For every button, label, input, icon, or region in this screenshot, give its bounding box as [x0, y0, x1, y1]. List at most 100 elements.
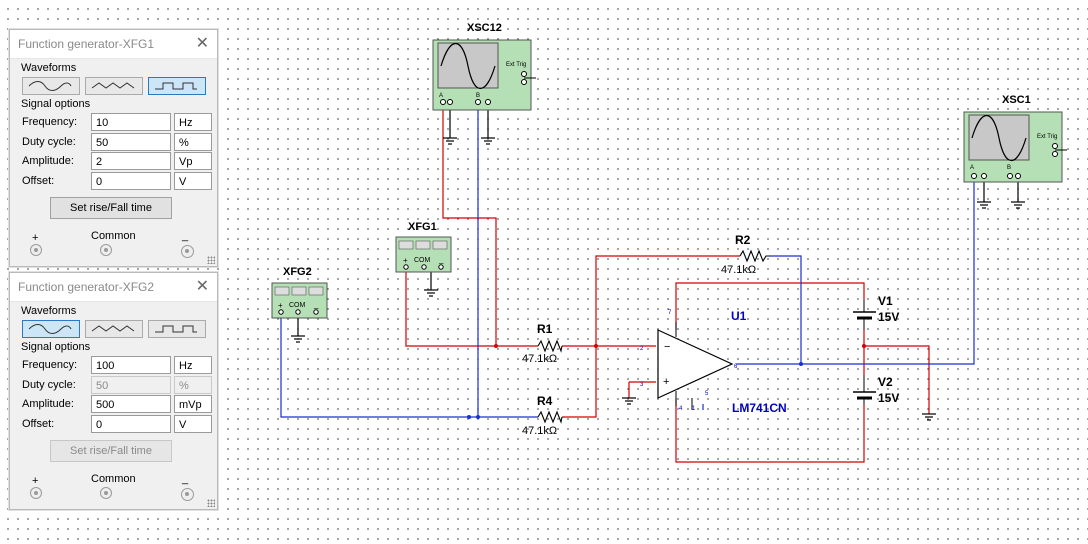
r2-label: R2 [735, 233, 751, 247]
offset-unit-select[interactable]: V [174, 415, 212, 433]
amplitude-unit-select[interactable]: mVp [174, 395, 212, 413]
xfg2-com-terminal: COM [289, 302, 306, 309]
window-titlebar[interactable]: Function generator-XFG2 ✕ [10, 273, 217, 302]
ground-symbols [291, 108, 1025, 421]
amplitude-input[interactable]: 2 [91, 152, 171, 170]
xfg2-plus-terminal: + [278, 301, 283, 310]
amplitude-input[interactable]: 500 [91, 395, 171, 413]
common-terminal-radio[interactable] [100, 244, 112, 256]
xsc1-ext-trig: Ext Trig [1037, 134, 1057, 140]
offset-unit-select[interactable]: V [174, 172, 212, 190]
resistor-r2[interactable]: R2 47.1kΩ [721, 233, 770, 276]
frequency-label: Frequency: [22, 359, 78, 371]
waveforms-label: Waveforms [21, 305, 77, 317]
close-icon[interactable]: ✕ [195, 35, 209, 52]
xsc1-channel-a: A [970, 165, 974, 171]
triangle-wave-button[interactable] [85, 320, 143, 338]
square-wave-button[interactable] [148, 77, 206, 95]
offset-input[interactable]: 0 [91, 415, 171, 433]
window-title: Function generator-XFG2 [18, 280, 155, 294]
waveforms-label: Waveforms [21, 62, 77, 74]
duty-cycle-unit[interactable]: % [174, 133, 212, 151]
function-generator-xfg2[interactable]: XFG2 + COM _ [271, 266, 328, 319]
xfg2-label: XFG2 [283, 266, 312, 278]
function-generator-xfg1[interactable]: XFG1 + COM _ [395, 221, 452, 273]
triangle-wave-icon [91, 82, 135, 89]
common-terminal-radio[interactable] [100, 487, 112, 499]
function-generator-window-xfg2[interactable]: Function generator-XFG2 ✕ Waveforms Sign… [9, 272, 218, 510]
plus-terminal-radio[interactable] [30, 487, 42, 499]
r4-value: 47.1kΩ [522, 425, 557, 437]
set-rise-fall-time-button: Set rise/Fall time [50, 440, 172, 462]
amplitude-unit-select[interactable]: Vp [174, 152, 212, 170]
xsc12-channel-b: B [476, 93, 480, 99]
plus-terminal-label: + [32, 475, 39, 487]
xfg1-label: XFG1 [408, 221, 437, 233]
red-wires [405, 108, 930, 463]
signal-options-label: Signal options [21, 341, 91, 353]
frequency-input[interactable]: 10 [91, 113, 171, 131]
xsc12-channel-a: A [439, 93, 443, 99]
set-rise-fall-time-button[interactable]: Set rise/Fall time [50, 197, 172, 219]
v2-label: V2 [878, 375, 893, 389]
xfg1-minus-terminal: _ [438, 255, 444, 264]
sine-wave-button[interactable] [22, 320, 80, 338]
v1-value: 15V [878, 310, 899, 324]
plus-terminal-radio[interactable] [30, 244, 42, 256]
triangle-wave-button[interactable] [85, 77, 143, 95]
minus-terminal-label: _ [182, 230, 189, 242]
xsc12-label: XSC12 [467, 22, 502, 34]
xfg1-plus-terminal: + [403, 256, 408, 265]
minus-terminal-radio[interactable] [181, 488, 194, 501]
u1-pin-2: 2 [640, 346, 644, 352]
offset-label: Offset: [22, 418, 55, 430]
offset-input[interactable]: 0 [91, 172, 171, 190]
oscilloscope-xsc12[interactable]: XSC12 Ext Trig A B [432, 22, 536, 111]
r1-label: R1 [537, 322, 553, 336]
function-generator-window-xfg1[interactable]: Function generator-XFG1 ✕ Waveforms Sign… [9, 29, 218, 267]
u1-pin-7: 7 [668, 310, 672, 316]
common-terminal-label: Common [91, 230, 136, 242]
frequency-unit-select[interactable]: Hz [174, 113, 212, 131]
sine-wave-icon [28, 324, 72, 334]
sine-wave-button[interactable] [22, 77, 80, 95]
resistor-r4[interactable]: R4 47.1kΩ [522, 394, 563, 437]
battery-v1[interactable]: V1 15V [853, 294, 899, 330]
xsc1-channel-b: B [1007, 165, 1011, 171]
frequency-input[interactable]: 100 [91, 356, 171, 374]
resistor-r1[interactable]: R1 47.1kΩ [522, 322, 563, 365]
u1-pin-1: 1 [692, 406, 696, 412]
window-title: Function generator-XFG1 [18, 37, 155, 51]
frequency-unit-select[interactable]: Hz [174, 356, 212, 374]
close-icon[interactable]: ✕ [195, 278, 209, 295]
xfg2-minus-terminal: _ [313, 300, 319, 309]
svg-text:+: + [663, 376, 669, 388]
svg-text:−: − [664, 341, 670, 353]
v2-value: 15V [878, 391, 899, 405]
duty-cycle-label: Duty cycle: [22, 379, 76, 391]
duty-cycle-unit: % [174, 376, 212, 394]
amplitude-label: Amplitude: [22, 155, 74, 167]
resize-grip[interactable] [207, 256, 215, 264]
battery-v2[interactable]: V2 15V [853, 375, 899, 405]
square-wave-button[interactable] [148, 320, 206, 338]
resize-grip[interactable] [207, 499, 215, 507]
oscilloscope-xsc1[interactable]: XSC1 Ext Trig A B [963, 94, 1067, 183]
minus-terminal-radio[interactable] [181, 245, 194, 258]
signal-options-label: Signal options [21, 98, 91, 110]
plus-terminal-label: + [32, 232, 39, 244]
u1-part-number: LM741CN [732, 401, 787, 415]
offset-label: Offset: [22, 175, 55, 187]
u1-pin-4: 4 [679, 406, 683, 412]
junctions [467, 344, 866, 419]
window-titlebar[interactable]: Function generator-XFG1 ✕ [10, 30, 217, 59]
opamp-u1[interactable]: − + 2 3 6 7 4 1 5 U1 LM741CN [640, 309, 787, 415]
xsc1-label: XSC1 [1002, 94, 1031, 106]
common-terminal-label: Common [91, 473, 136, 485]
amplitude-label: Amplitude: [22, 398, 74, 410]
u1-pin-5: 5 [705, 391, 709, 397]
duty-cycle-input[interactable]: 50 [91, 133, 171, 151]
minus-terminal-label: _ [182, 473, 189, 485]
xfg1-com-terminal: COM [414, 257, 431, 264]
